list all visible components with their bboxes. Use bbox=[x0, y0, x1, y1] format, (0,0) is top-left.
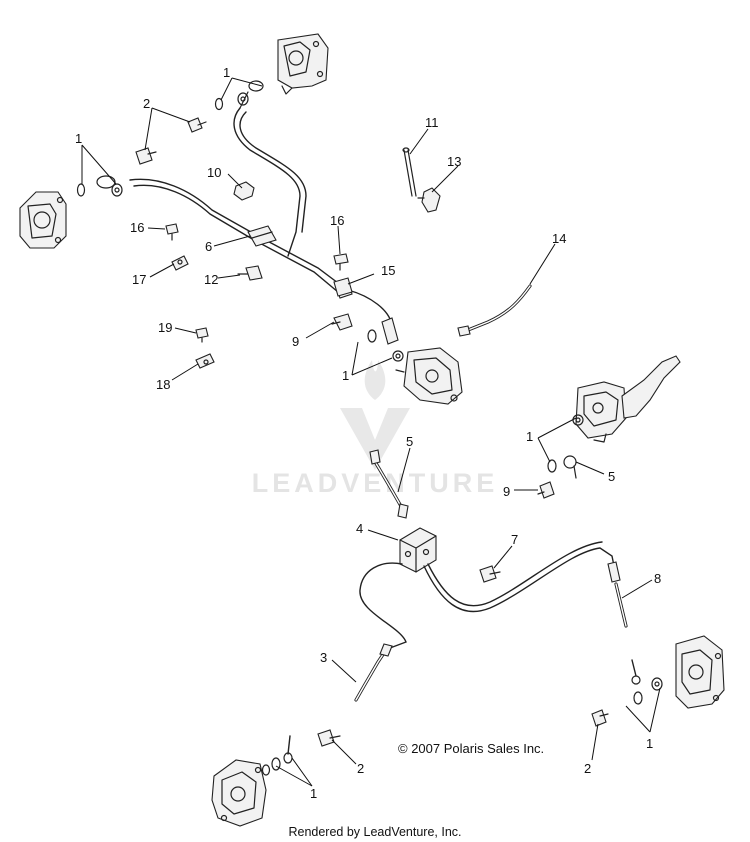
callout-3: 3 bbox=[320, 650, 327, 665]
callout-2: 2 bbox=[584, 761, 591, 776]
callout-5: 5 bbox=[406, 434, 413, 449]
callout-1: 1 bbox=[342, 368, 349, 383]
callout-6: 6 bbox=[205, 239, 212, 254]
callout-14: 14 bbox=[552, 231, 566, 246]
rear-brake-line bbox=[423, 541, 615, 613]
callout-1: 1 bbox=[310, 786, 317, 801]
callout-1: 1 bbox=[526, 429, 533, 444]
rod-11 bbox=[402, 147, 417, 197]
distribution-block-4 bbox=[399, 527, 437, 573]
callout-11: 11 bbox=[425, 115, 439, 130]
fitting-13 bbox=[417, 187, 441, 213]
front-brake-line-6 bbox=[129, 107, 393, 327]
banjo-bottom-left bbox=[283, 735, 293, 764]
callout-17: 17 bbox=[132, 272, 146, 287]
callout-16: 16 bbox=[330, 213, 344, 228]
callout-15: 15 bbox=[381, 263, 395, 278]
nut-10 bbox=[233, 181, 255, 201]
callout-1: 1 bbox=[223, 65, 230, 80]
callout-labels: 1 2 1 10 16 6 17 12 16 15 11 13 14 19 9 … bbox=[75, 65, 661, 801]
banjo-5-right bbox=[563, 455, 577, 479]
callout-9: 9 bbox=[292, 334, 299, 349]
caliper-left bbox=[19, 191, 67, 249]
callout-9: 9 bbox=[503, 484, 510, 499]
rendered-by-footer: Rendered by LeadVenture, Inc. bbox=[288, 825, 461, 839]
callout-13: 13 bbox=[447, 154, 461, 169]
banjo-fittings-top bbox=[96, 80, 399, 345]
master-cylinder-center bbox=[395, 347, 463, 405]
watermark-logo-icon bbox=[340, 360, 410, 470]
callout-19: 19 bbox=[158, 320, 172, 335]
banjo-bottom-right bbox=[631, 659, 641, 685]
caliper-bottom-right bbox=[675, 635, 725, 709]
bolts bbox=[135, 117, 609, 747]
watermark-text: LEADVENTURE bbox=[252, 468, 499, 498]
callout-12: 12 bbox=[204, 272, 218, 287]
callout-1: 1 bbox=[75, 131, 82, 146]
callout-4: 4 bbox=[356, 521, 363, 536]
leader-lines bbox=[81, 77, 661, 787]
master-cylinder-lever bbox=[575, 355, 681, 443]
callout-10: 10 bbox=[207, 165, 221, 180]
callout-2: 2 bbox=[143, 96, 150, 111]
callout-5: 5 bbox=[608, 469, 615, 484]
hose-14 bbox=[457, 284, 532, 337]
callout-16: 16 bbox=[130, 220, 144, 235]
line-3 bbox=[354, 562, 407, 702]
callout-2: 2 bbox=[357, 761, 364, 776]
sealing-washers bbox=[76, 92, 663, 776]
hose-8 bbox=[607, 561, 628, 628]
caliper-top bbox=[277, 33, 329, 95]
caliper-bottom-left bbox=[211, 759, 267, 827]
leadventure-watermark: LEADVENTURE bbox=[252, 360, 499, 498]
clips bbox=[171, 255, 353, 369]
copyright-notice: © 2007 Polaris Sales Inc. bbox=[398, 741, 544, 756]
callout-8: 8 bbox=[654, 571, 661, 586]
callout-18: 18 bbox=[156, 377, 170, 392]
hose-5-center bbox=[369, 449, 409, 519]
callout-1: 1 bbox=[646, 736, 653, 751]
callout-7: 7 bbox=[511, 532, 518, 547]
